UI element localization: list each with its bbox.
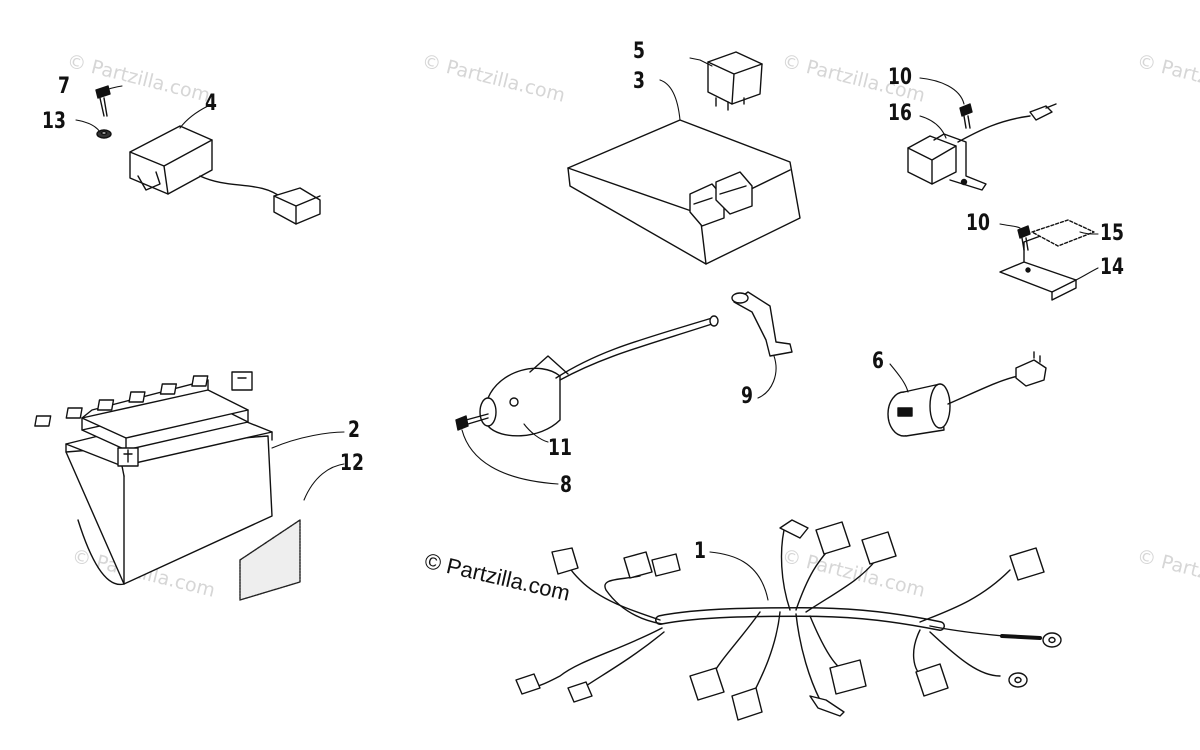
bolt-part	[1017, 225, 1031, 251]
callout-label: 16	[888, 101, 912, 126]
callout-label: 2	[348, 418, 360, 443]
callout-label: 10	[888, 65, 912, 90]
pad-part	[1031, 219, 1095, 247]
screw-part	[455, 413, 489, 431]
bolt-part	[95, 85, 111, 117]
control-unit-part	[567, 119, 801, 265]
battery-part	[34, 371, 273, 586]
callout-label: 14	[1100, 255, 1124, 280]
callout-label: 7	[58, 74, 70, 99]
callout-label: 11	[548, 436, 572, 461]
callout-label: 5	[633, 39, 645, 64]
cdi-module-part	[129, 125, 321, 225]
callout-label: 8	[560, 473, 572, 498]
relay-part	[707, 51, 763, 111]
callout-label: 1	[694, 539, 706, 564]
ignition-switch-part	[887, 351, 1047, 437]
bolt-part	[959, 103, 973, 129]
leader-lines	[75, 57, 1099, 601]
wiring-harness-part	[515, 519, 1062, 721]
callout-label: 12	[340, 451, 364, 476]
spark-plug-cap-part	[731, 291, 793, 357]
callout-label: 3	[633, 69, 645, 94]
sensor-switch-part	[907, 103, 1057, 191]
callout-label: 13	[42, 109, 66, 134]
ignition-coil-part	[479, 315, 719, 437]
bracket-part	[999, 233, 1077, 301]
callout-label: 4	[205, 91, 217, 116]
battery-label-part	[239, 519, 301, 601]
callout-label: 9	[741, 384, 753, 409]
callout-label: 15	[1100, 221, 1124, 246]
callout-label: 10	[966, 211, 990, 236]
callout-label: 6	[872, 349, 884, 374]
